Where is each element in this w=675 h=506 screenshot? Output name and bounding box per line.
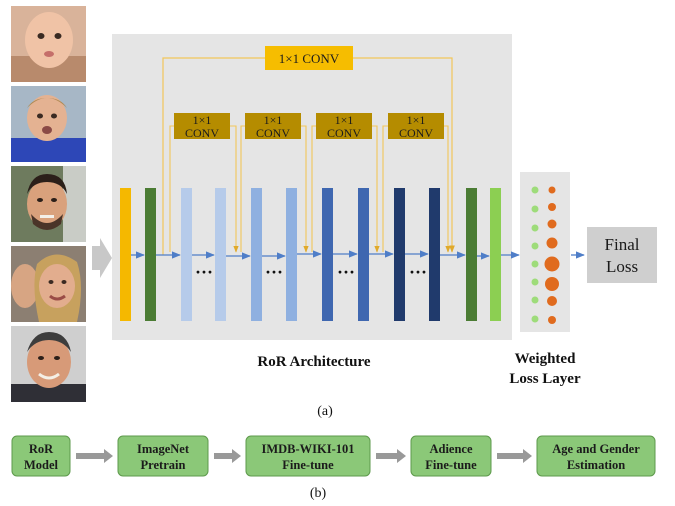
orange-dot: [545, 277, 559, 291]
pipeline-stage-label-bottom: Estimation: [567, 458, 625, 472]
pipeline-stage-label-top: IMDB-WIKI-101: [261, 442, 354, 456]
conv-block-label-top: 1×1: [193, 113, 212, 127]
green-dot: [531, 242, 539, 250]
ellipsis: ···: [195, 262, 213, 282]
panel-b-label: (b): [310, 486, 327, 501]
conv-block-label-top: 1×1: [407, 113, 426, 127]
green-dot: [531, 224, 539, 232]
final-loss-box: [587, 227, 657, 283]
pipeline-stage-label-bottom: Pretrain: [141, 458, 186, 472]
stage3-layer-a: [322, 188, 333, 321]
layer-stack: [120, 188, 501, 321]
orange-dot: [548, 203, 556, 211]
baby-face-icon: [11, 6, 86, 82]
top-skip-connection: 1×1 CONV: [162, 46, 455, 255]
input-arrow: [92, 238, 112, 278]
output-layer-b: [490, 188, 501, 321]
pipeline-arrow: [497, 449, 532, 463]
pipeline-stage-1: [11, 435, 71, 477]
green-dot: [531, 260, 539, 268]
initial-layer: [145, 188, 156, 321]
pipeline-stage-5: [536, 435, 656, 477]
orange-dot: [548, 186, 556, 194]
architecture-label: RoR Architecture: [257, 354, 371, 370]
pipeline-stage-label-top: RoR: [29, 442, 54, 456]
stage1-layer-a: [181, 188, 192, 321]
input-conv-layer: [120, 188, 131, 321]
ellipsis-group: ··· ··· ··· ···: [195, 262, 427, 282]
pipeline-stage-label-top: Adience: [429, 442, 473, 456]
child-face-icon: [11, 86, 86, 162]
weighted-loss-line1: Weighted: [515, 351, 576, 367]
pipeline-stage-label-bottom: Model: [24, 458, 59, 472]
weighted-loss-line2: Loss Layer: [509, 371, 581, 387]
orange-dot: [548, 316, 556, 324]
woman-face-icon: [11, 246, 86, 322]
green-dot: [531, 278, 539, 286]
output-layer-a: [466, 188, 477, 321]
flow-arrows: [131, 250, 585, 260]
conv-top-label: 1×1 CONV: [279, 51, 340, 66]
orange-dot: [547, 296, 557, 306]
conv-block-label-bottom: CONV: [327, 126, 361, 140]
ellipsis: ···: [337, 262, 355, 282]
conv-block-label-bottom: CONV: [185, 126, 219, 140]
pipeline-stage-2: [117, 435, 209, 477]
stage4-layer-b: [429, 188, 440, 321]
pipeline-arrow: [214, 449, 241, 463]
pipeline-arrow: [76, 449, 113, 463]
stage4-layer-a: [394, 188, 405, 321]
elderly-man-face-icon: [11, 326, 86, 402]
conv-block-label-bottom: CONV: [399, 126, 433, 140]
conv-top-box: [265, 46, 353, 70]
stage3-layer-b: [358, 188, 369, 321]
final-loss-line2: Loss: [606, 257, 638, 276]
conv-block-label-top: 1×1: [335, 113, 354, 127]
orange-dot: [544, 256, 560, 272]
panel-a-label: (a): [317, 404, 333, 419]
pipeline-stage-label-top: Age and Gender: [552, 442, 640, 456]
conv-block-3: [316, 113, 372, 139]
green-dot: [531, 205, 539, 213]
pipeline-arrow: [376, 449, 406, 463]
conv-block-label-top: 1×1: [264, 113, 283, 127]
conv-block-2: [245, 113, 301, 139]
stage2-layer-a: [251, 188, 262, 321]
weighted-loss-dots: [531, 186, 560, 324]
young-man-face-icon: [11, 166, 86, 242]
pipeline-stage-label-bottom: Fine-tune: [425, 458, 477, 472]
pipeline-stage-label-bottom: Fine-tune: [282, 458, 334, 472]
green-dot: [531, 296, 539, 304]
weighted-loss-panel: [520, 172, 570, 332]
green-dot: [531, 315, 539, 323]
pipeline-stage-3: [245, 435, 371, 477]
orange-dot: [546, 237, 558, 249]
orange-dot: [547, 219, 557, 229]
stage1-layer-b: [215, 188, 226, 321]
ellipsis: ···: [265, 262, 283, 282]
conv-block-1: [174, 113, 230, 139]
final-loss-line1: Final: [605, 235, 640, 254]
green-dot: [531, 186, 539, 194]
pipeline-stage-4: [410, 435, 492, 477]
pipeline-stage-label-top: ImageNet: [137, 442, 190, 456]
stage2-layer-b: [286, 188, 297, 321]
conv-block-4: [388, 113, 444, 139]
conv-block-label-bottom: CONV: [256, 126, 290, 140]
ellipsis: ···: [409, 262, 427, 282]
